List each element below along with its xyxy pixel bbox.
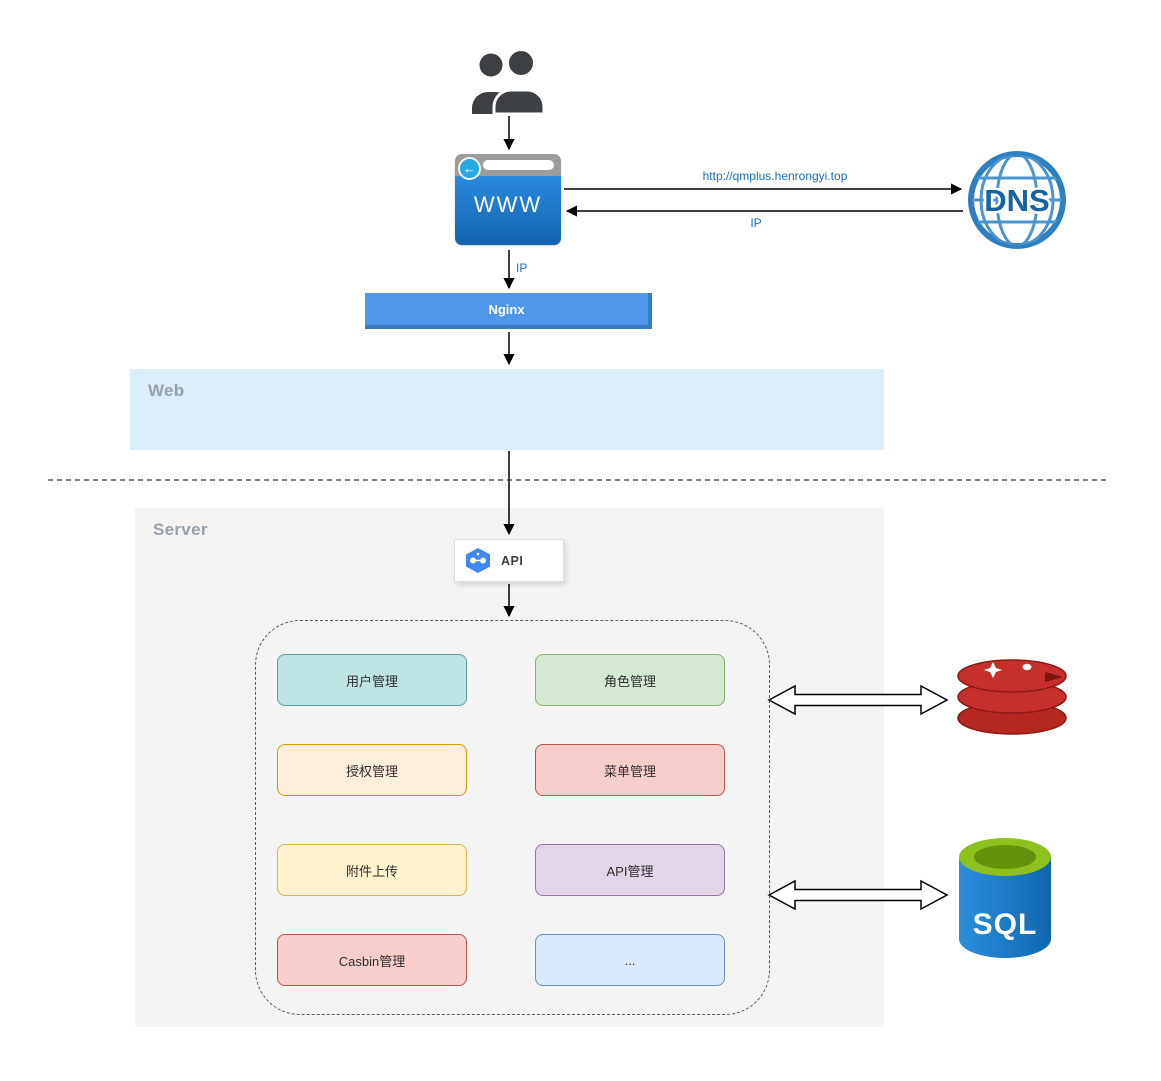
api-hexagon-icon <box>466 548 490 573</box>
module-more: ... <box>535 934 725 986</box>
browser-to-nginx-label: IP <box>516 261 528 275</box>
nginx-node: Nginx <box>365 293 652 329</box>
module-label: 菜单管理 <box>603 763 656 779</box>
module-label: Casbin管理 <box>338 953 406 969</box>
modules-container <box>255 620 770 1015</box>
dns-request-label: http://qmplus.henrongyi.top <box>702 169 848 183</box>
browser-label: WWW <box>473 192 543 217</box>
module-user-management: 用户管理 <box>277 654 467 706</box>
module-label: 角色管理 <box>603 673 656 689</box>
sql-database-icon: SQL <box>959 838 1051 958</box>
nginx-label: Nginx <box>488 301 525 317</box>
module-label: 用户管理 <box>345 673 398 689</box>
browser-node: ← WWW <box>455 154 561 245</box>
module-label: API管理 <box>606 863 654 879</box>
api-node: API <box>454 539 564 582</box>
users-icon <box>472 50 546 114</box>
module-attachment-upload: 附件上传 <box>277 844 467 896</box>
dns-response-label: IP <box>750 216 762 230</box>
web-region: Web <box>130 369 884 450</box>
module-role-management: 角色管理 <box>535 654 725 706</box>
browser-body: WWW <box>455 176 561 245</box>
browser-address-bar <box>483 160 554 170</box>
api-label: API <box>501 553 524 568</box>
browser-titlebar <box>455 154 561 176</box>
module-authorization-management: 授权管理 <box>277 744 467 796</box>
server-region-label: Server <box>153 520 208 539</box>
sql-label: SQL <box>973 908 1038 941</box>
dns-globe-icon: DNS <box>968 151 1066 249</box>
module-label: 授权管理 <box>345 763 398 779</box>
redis-database-icon <box>957 659 1067 735</box>
module-menu-management: 菜单管理 <box>535 744 725 796</box>
module-label: 附件上传 <box>345 863 398 879</box>
module-casbin-management: Casbin管理 <box>277 934 467 986</box>
dns-label: DNS <box>984 183 1049 218</box>
back-arrow-icon: ← <box>458 157 481 180</box>
module-label: ... <box>624 952 636 968</box>
module-api-management: API管理 <box>535 844 725 896</box>
web-region-label: Web <box>148 381 185 400</box>
